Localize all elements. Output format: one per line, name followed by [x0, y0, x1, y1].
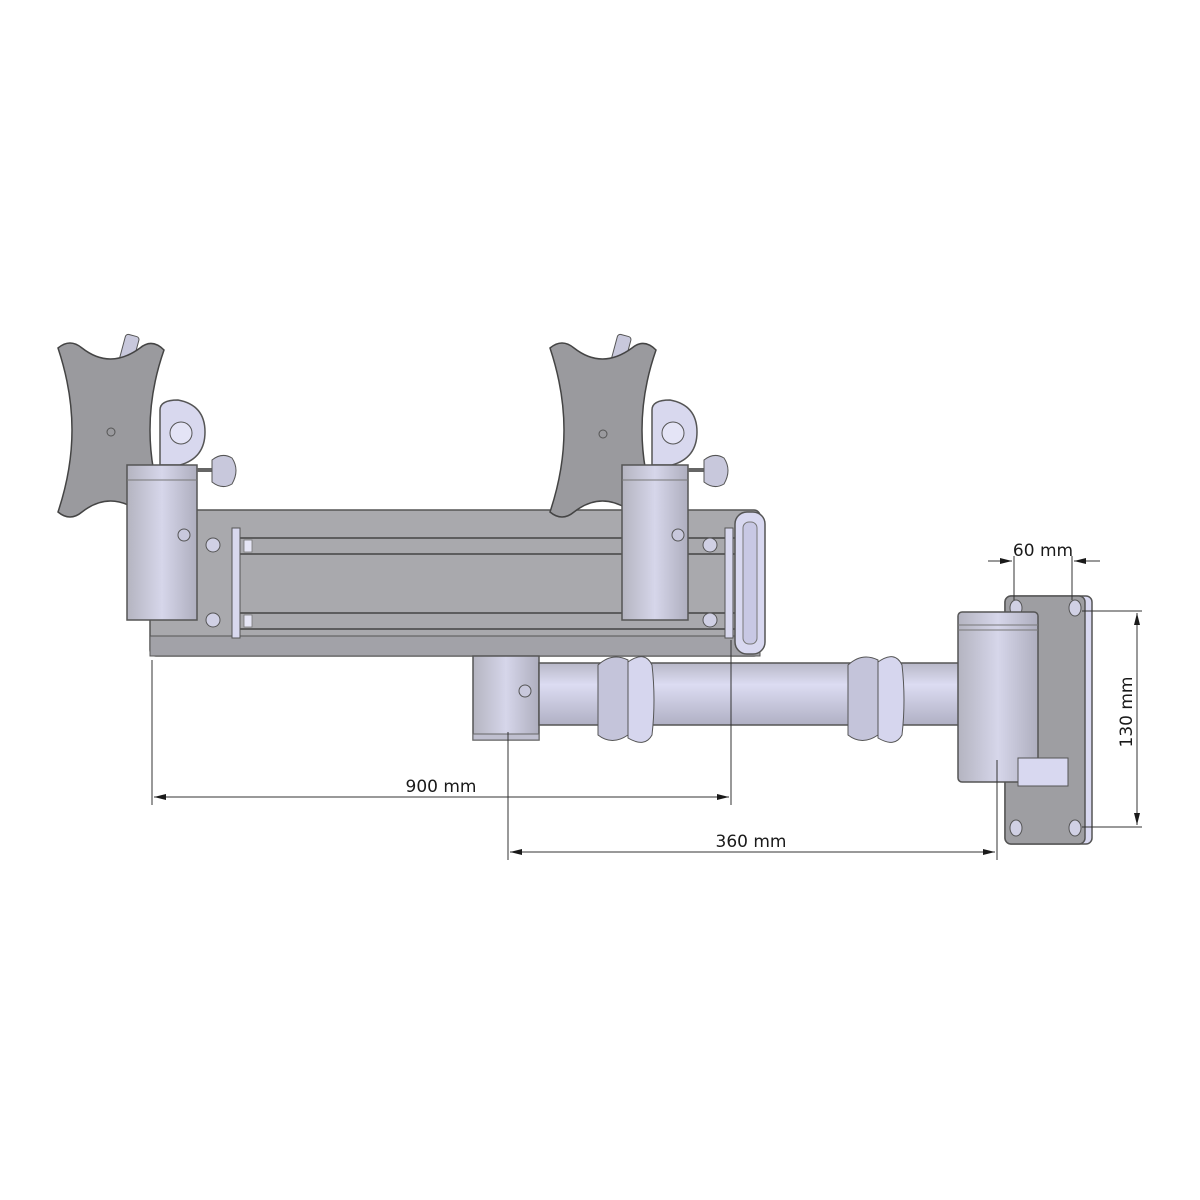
support-arm [472, 655, 996, 743]
dimension-360: 360 mm [507, 732, 998, 860]
tilt-joint-right [621, 399, 729, 621]
dimension-label-130: 130 mm [1117, 677, 1137, 748]
cable-clip-1 [597, 656, 655, 743]
crossbar [149, 509, 766, 657]
dimension-130: 130 mm [1082, 610, 1142, 828]
wall-plate [957, 595, 1093, 845]
cable-clip-2 [847, 656, 905, 743]
tilt-joint-left [126, 399, 237, 621]
dimension-label-900: 900 mm [406, 777, 477, 797]
dimension-label-60: 60 mm [1013, 541, 1073, 561]
dimension-60: 60 mm [988, 541, 1100, 600]
dimension-900: 900 mm [151, 640, 732, 805]
dimension-label-360: 360 mm [716, 832, 787, 852]
